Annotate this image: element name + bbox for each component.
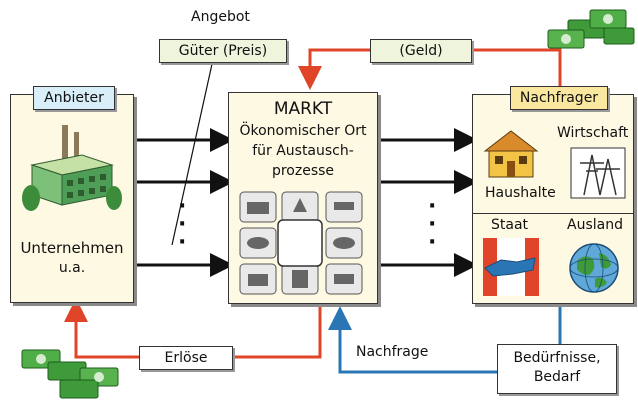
wirtschaft-label: Wirtschaft	[557, 125, 628, 141]
markt-line1: Ökonomischer Ort	[229, 123, 377, 139]
markt-box: MARKT Ökonomischer Ort für Austausch- pr…	[228, 92, 378, 304]
beduerfnisse-line2: Bedarf	[498, 368, 616, 387]
dots-right: · · ·	[428, 198, 436, 252]
beduerfnisse-label: Bedürfnisse, Bedarf	[497, 344, 617, 394]
dot: ·	[178, 234, 186, 252]
geld-label: (Geld)	[370, 39, 472, 63]
beduerfnisse-line1: Bedürfnisse,	[498, 349, 616, 368]
anbieter-caption-line1: Unternehmen	[11, 239, 133, 257]
austria-flag-icon	[483, 238, 539, 296]
anbieter-header: Anbieter	[33, 86, 115, 110]
staat-label: Staat	[491, 217, 528, 233]
globe-icon	[567, 241, 621, 295]
market-icons	[238, 190, 368, 300]
markt-line2: für Austausch-	[229, 143, 377, 159]
gueter-preis-label: Güter (Preis)	[159, 39, 287, 63]
house-icon	[481, 123, 541, 181]
ausland-label: Ausland	[567, 217, 623, 233]
nachfrager-box: Haushalte Wirtschaft Staat Ausland	[472, 94, 634, 304]
factory-icon	[22, 120, 122, 215]
dot: ·	[428, 234, 436, 252]
anbieter-box: Unternehmen u.a.	[10, 94, 134, 303]
markt-line3: prozesse	[229, 163, 377, 179]
anbieter-caption-line2: u.a.	[11, 260, 133, 276]
haushalte-label: Haushalte	[485, 185, 556, 201]
nachfrager-divider	[473, 213, 633, 214]
nachfrager-header: Nachfrager	[510, 86, 608, 110]
nachfrage-label: Nachfrage	[356, 344, 428, 360]
erloese-label: Erlöse	[139, 346, 233, 370]
dots-left: · · ·	[178, 198, 186, 252]
money-stack-icon-top	[548, 10, 634, 48]
power-line-icon	[570, 147, 626, 199]
angebot-label: Angebot	[191, 9, 250, 25]
markt-title: MARKT	[229, 99, 377, 119]
